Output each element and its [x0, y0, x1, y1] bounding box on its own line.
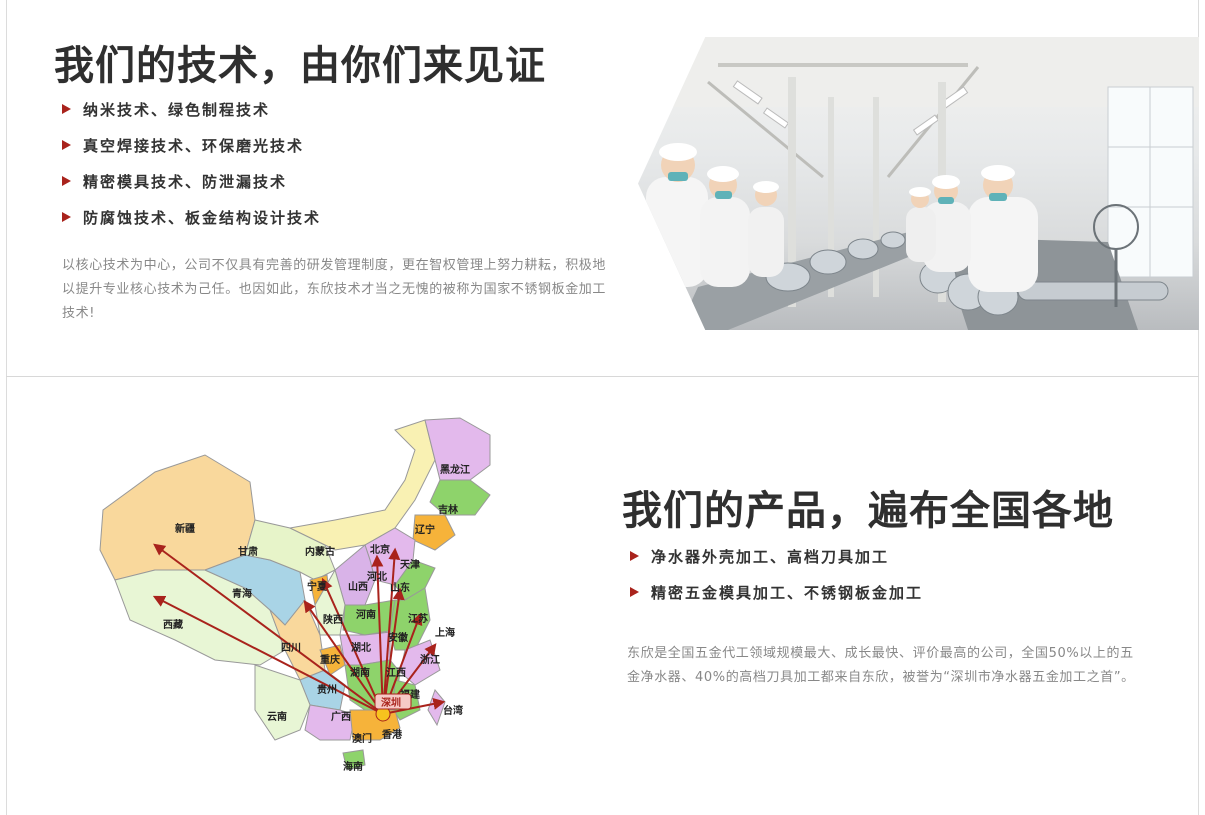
triangle-bullet-icon: [62, 104, 71, 114]
technology-item: 精密模具技术、防泄漏技术: [62, 163, 321, 199]
triangle-bullet-icon: [62, 176, 71, 186]
map-label: 湖北: [351, 641, 371, 654]
map-label: 黑龙江: [440, 463, 470, 476]
map-label: 上海: [435, 626, 455, 639]
technology-item: 防腐蚀技术、板金结构设计技术: [62, 199, 321, 235]
map-label: 陕西: [323, 613, 343, 626]
map-label: 香港: [382, 728, 403, 741]
technology-description: 以核心技术为中心，公司不仅具有完善的研发管理制度，更在智权管理上努力耕耘，积极地…: [62, 258, 607, 321]
technology-item: 真空焊接技术、环保磨光技术: [62, 127, 321, 163]
products-item: 精密五金模具加工、不锈钢板金加工: [630, 574, 923, 610]
map-label: 吉林: [438, 503, 459, 516]
map-region-jiangsu-anhui: [389, 587, 431, 651]
map-label: 四川: [281, 642, 301, 654]
technology-item: 纳米技术、绿色制程技术: [62, 91, 321, 127]
products-item-label: 精密五金模具加工、不锈钢板金加工: [651, 583, 924, 602]
map-label: 云南: [267, 710, 287, 723]
triangle-bullet-icon: [630, 587, 639, 597]
products-title: 我们的产品，遍布全国各地: [622, 488, 1114, 534]
hub-label-box: [374, 693, 412, 710]
map-label: 内蒙古: [305, 545, 335, 558]
map-region-jilin: [429, 479, 491, 516]
map-label: 西藏: [163, 618, 183, 631]
technology-item-label: 纳米技术、绿色制程技术: [83, 100, 271, 119]
map-label: 江西: [386, 666, 406, 679]
map-label: 安徽: [388, 631, 409, 644]
map-label: 天津: [400, 558, 420, 571]
map-label: 青海: [232, 587, 252, 600]
products-list: 净水器外壳加工、高档刀具加工 精密五金模具加工、不锈钢板金加工: [630, 538, 923, 610]
map-label: 澳门: [352, 732, 372, 745]
map-label: 重庆: [320, 653, 340, 666]
map-label: 新疆: [175, 522, 195, 535]
technology-item-label: 防腐蚀技术、板金结构设计技术: [83, 208, 322, 227]
map-label: 山东: [390, 581, 410, 594]
technology-title: 我们的技术，由你们来见证: [54, 43, 546, 89]
map-region-yunnan: [254, 664, 311, 741]
map-label: 辽宁: [415, 523, 435, 536]
map-region-neimenggu: [288, 419, 436, 551]
triangle-bullet-icon: [630, 551, 639, 561]
products-item-label: 净水器外壳加工、高档刀具加工: [651, 547, 890, 566]
map-label: 河北: [367, 570, 387, 583]
hub-label: 深圳: [381, 696, 401, 709]
technology-item-label: 真空焊接技术、环保磨光技术: [83, 136, 305, 155]
map-region-heilongjiang: [424, 417, 491, 481]
triangle-bullet-icon: [62, 140, 71, 150]
factory-photo: [638, 37, 1199, 330]
map-label: 北京: [370, 543, 390, 556]
products-item: 净水器外壳加工、高档刀具加工: [630, 538, 923, 574]
map-label: 海南: [343, 760, 363, 773]
map-label: 江苏: [408, 612, 428, 625]
technology-item-label: 精密模具技术、防泄漏技术: [83, 172, 288, 191]
map-label: 宁夏: [307, 580, 328, 593]
map-region-shaanxi: [314, 568, 346, 636]
map-label: 河南: [356, 608, 376, 621]
map-label: 山西: [348, 580, 368, 593]
map-region-guangxi: [304, 704, 356, 741]
china-map: 黑龙江 吉林 辽宁 新疆 甘肃 内蒙古 北京 天津 河北 山西 山东 宁夏 青海…: [99, 417, 491, 773]
products-description: 东欣是全国五金代工领域规模最大、成长最快、评价最高的公司，全国50%以上的五金净…: [627, 646, 1135, 685]
map-label: 贵州: [317, 683, 337, 696]
map-label: 浙江: [420, 653, 440, 666]
map-region-hainan: [342, 749, 366, 771]
map-region-liaoning: [412, 514, 456, 551]
section-divider: [6, 376, 1199, 377]
map-label: 台湾: [443, 704, 463, 717]
map-label: 湖南: [350, 666, 370, 679]
frame-border-left: [6, 0, 7, 815]
triangle-bullet-icon: [62, 212, 71, 222]
map-label: 广西: [331, 710, 351, 723]
technology-list: 纳米技术、绿色制程技术 真空焊接技术、环保磨光技术 精密模具技术、防泄漏技术 防…: [62, 91, 321, 235]
map-label: 甘肃: [238, 545, 258, 558]
frame-border-right: [1198, 0, 1199, 815]
